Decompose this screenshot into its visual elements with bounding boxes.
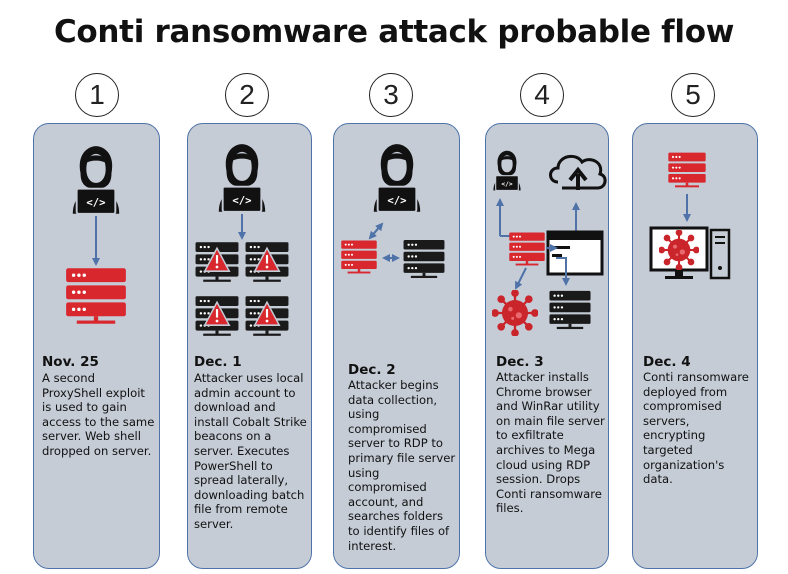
step-date: Dec. 3 [496,354,544,370]
hacker-icon [217,143,267,212]
flow-arrow [369,222,384,239]
server-icon [509,232,545,266]
virus-icon [492,290,538,336]
infected-server-icon [246,242,289,282]
infected-server-icon [196,242,239,282]
page-title: Conti ransomware attack probable flow [53,14,735,50]
computer-tower-icon [709,228,731,280]
step-description: Attacker uses local admin account to dow… [194,371,307,531]
infected-computer-icon [649,226,709,279]
step-number-3: 3 [369,73,413,117]
server-icon [668,152,706,188]
step-panel-3: Dec. 2 Attacker begins data collection, … [333,123,460,569]
step-date: Dec. 2 [348,362,396,378]
server-icon [549,290,591,330]
step-number-1: 1 [75,73,119,117]
step-4-illustration [492,150,607,336]
infected-server-icon [196,296,239,336]
hacker-icon [71,145,121,214]
browser-window-icon [546,230,604,276]
virus-icon [659,230,699,270]
server-icon [403,240,445,278]
step-date: Dec. 4 [643,354,691,370]
step-2-illustration [188,143,312,354]
hacker-icon [492,150,522,192]
step-number-5: 5 [671,73,715,117]
step-1-illustration [66,145,126,324]
step-panel-1: Nov. 25 A second ProxyShell exploit is u… [33,123,160,569]
step-date: Dec. 1 [194,354,242,370]
infected-server-icon [246,296,289,336]
step-description: Attacker installs Chrome browser and Win… [496,370,605,516]
step-description: Conti ransomware deployed from compromis… [643,370,749,487]
step-number-2: 2 [225,73,269,117]
step-number-4: 4 [520,73,564,117]
server-icon [66,268,126,324]
cloud-upload-icon [549,154,607,190]
step-panel-4: Dec. 3 Attacker installs Chrome browser … [485,123,609,569]
step-description: A second ProxyShell exploit is used to g… [42,371,155,458]
hacker-icon [372,143,422,212]
step-5-illustration [649,152,731,280]
step-3-illustration [341,143,445,278]
step-description: Attacker begins data collection, using c… [348,378,456,553]
flow-arrow [515,267,527,290]
step-panel-5: Dec. 4 Conti ransomware deployed from co… [632,123,758,569]
step-date: Nov. 25 [42,354,99,370]
step-panel-2: Dec. 1 Attacker uses local admin account… [187,123,312,569]
server-icon [341,240,377,274]
